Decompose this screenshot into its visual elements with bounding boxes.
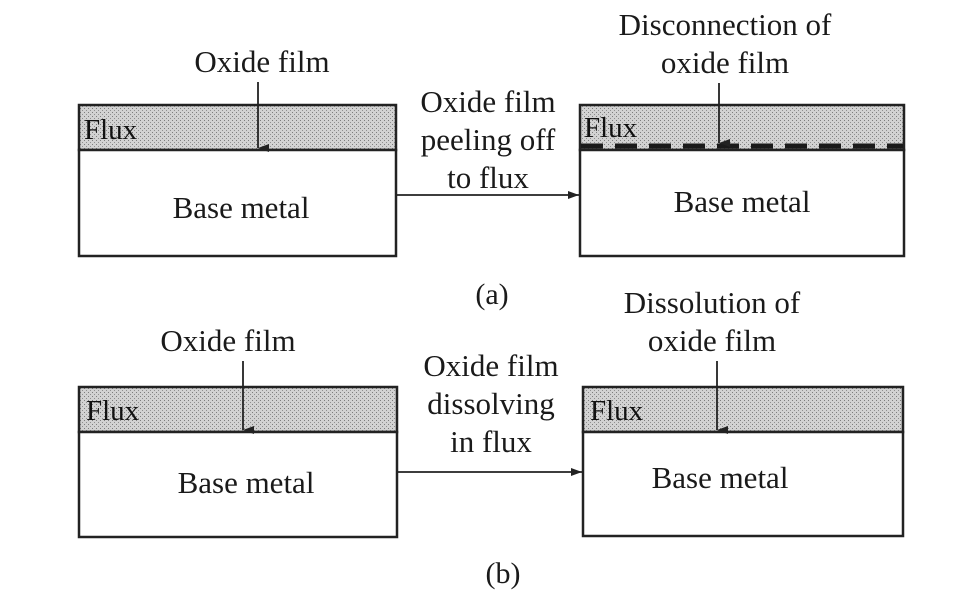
panel-b-left-oxide-pointer-label: Oxide film <box>160 323 295 358</box>
panel-b-right-block: Flux Base metal Dissolution of oxide fil… <box>581 285 905 538</box>
panel-b-right-pointer-line-1: Dissolution of <box>624 285 801 320</box>
panel-b-right-flux-label: Flux <box>590 395 644 427</box>
panel-b-transition: Oxide film dissolving in flux <box>398 348 582 476</box>
panel-a-right-base-label: Base metal <box>674 184 811 219</box>
panel-b-right-flux-layer <box>581 385 905 434</box>
panel-a-right-block: Flux Base metal Disconnection of oxide f… <box>578 7 906 258</box>
panel-a-right-base-metal <box>578 148 906 258</box>
panel-b-left-base-metal <box>77 430 399 539</box>
panel-b-right-pointer-line-2: oxide film <box>648 323 776 358</box>
panel-a-arrow-line-2: peeling off <box>421 122 556 157</box>
panel-b-left-base-label: Base metal <box>178 465 315 500</box>
panel-a-transition: Oxide film peeling off to flux <box>397 84 579 199</box>
panel-a-right-flux-label: Flux <box>584 112 638 144</box>
panel-a-right-pointer-line-2: oxide film <box>661 45 789 80</box>
panel-b: Flux Base metal Oxide film Oxide film di… <box>77 285 905 590</box>
panel-a-left-base-metal <box>77 148 398 258</box>
panel-a-caption: (a) <box>475 278 508 311</box>
panel-a-left-block: Flux Base metal Oxide film <box>77 44 398 258</box>
panel-b-arrow-line-3: in flux <box>450 424 532 459</box>
panel-a-left-oxide-pointer-label: Oxide film <box>194 44 329 79</box>
panel-b-right-base-label: Base metal <box>652 460 789 495</box>
panel-b-caption: (b) <box>486 557 521 590</box>
panel-b-arrow-line-2: dissolving <box>427 386 554 421</box>
panel-a-right-flux-layer <box>578 103 906 152</box>
panel-a-right-pointer-line-1: Disconnection of <box>619 7 832 42</box>
panel-a-left-flux-layer <box>77 103 398 152</box>
panel-b-arrow-line-1: Oxide film <box>423 348 558 383</box>
panel-a: Flux Base metal Oxide film Oxide film pe… <box>77 7 906 311</box>
panel-b-left-flux-label: Flux <box>86 395 140 427</box>
panel-a-arrow-line-1: Oxide film <box>420 84 555 119</box>
panel-a-arrow-line-3: to flux <box>447 160 529 195</box>
panel-b-left-block: Flux Base metal Oxide film <box>77 323 399 539</box>
panel-a-left-base-label: Base metal <box>173 190 310 225</box>
panel-a-left-flux-label: Flux <box>84 114 138 146</box>
panel-b-right-base-metal <box>581 430 905 538</box>
